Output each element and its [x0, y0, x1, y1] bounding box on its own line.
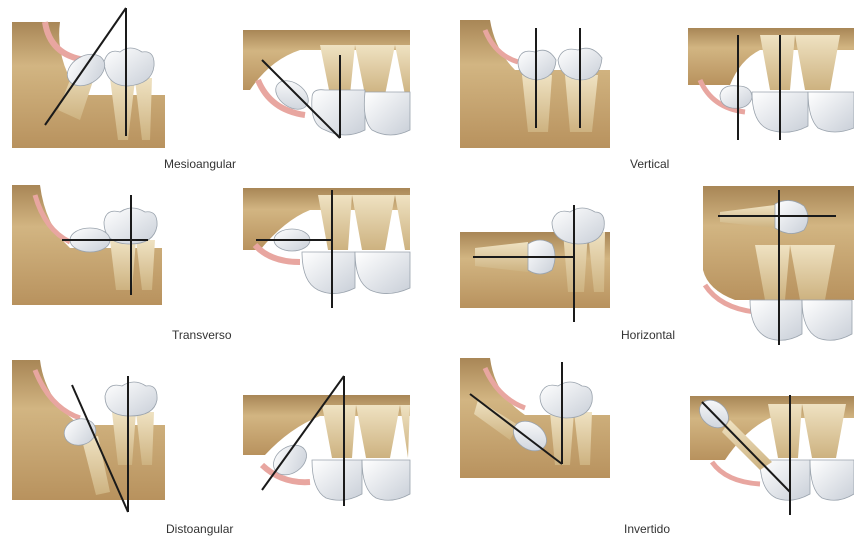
molar-roots	[768, 404, 846, 458]
caption-transverso: Transverso	[172, 328, 232, 342]
molar-roots	[320, 45, 410, 95]
molar-crown-1	[760, 460, 810, 500]
molar-roots	[322, 405, 410, 458]
molar-roots	[760, 35, 840, 90]
caption-vertical: Vertical	[630, 157, 669, 171]
impacted-tooth-crown	[720, 86, 752, 109]
molar-crown	[105, 382, 157, 416]
caption-invertido: Invertido	[624, 522, 670, 536]
distoangular-lateral-view	[12, 360, 165, 512]
distoangular-occlusal-view	[243, 376, 410, 506]
caption-distoangular: Distoangular	[166, 522, 233, 536]
molar-crown-2	[802, 300, 852, 340]
horizontal-occlusal-view	[703, 186, 854, 345]
gum-edge	[712, 462, 760, 484]
caption-horizontal: Horizontal	[621, 328, 675, 342]
vertical-occlusal-view	[688, 28, 854, 140]
molar-crown	[540, 382, 592, 418]
molar-crown-1	[750, 300, 802, 340]
molar-root	[110, 240, 155, 290]
molar-crown-1	[312, 460, 362, 500]
molar-crown	[104, 48, 154, 86]
molar-crown-1	[312, 90, 365, 135]
molar-crown	[552, 208, 604, 244]
transverso-lateral-view	[12, 185, 162, 305]
invertido-occlusal-view	[690, 395, 854, 515]
molar-crown-2	[364, 92, 410, 135]
mesioangular-occlusal-view	[243, 30, 410, 138]
mesioangular-lateral-view	[12, 8, 165, 148]
caption-mesioangular: Mesioangular	[164, 157, 236, 171]
molar-crown-2	[808, 92, 854, 132]
molar-crown-2	[362, 460, 410, 500]
invertido-lateral-view	[460, 358, 610, 478]
molar-crown-2	[355, 252, 410, 294]
horizontal-lateral-view	[460, 205, 610, 322]
vertical-lateral-view	[460, 20, 610, 148]
molar-crown-1	[302, 252, 355, 294]
molar-crown-2	[810, 460, 854, 500]
transverso-occlusal-view	[243, 188, 410, 308]
